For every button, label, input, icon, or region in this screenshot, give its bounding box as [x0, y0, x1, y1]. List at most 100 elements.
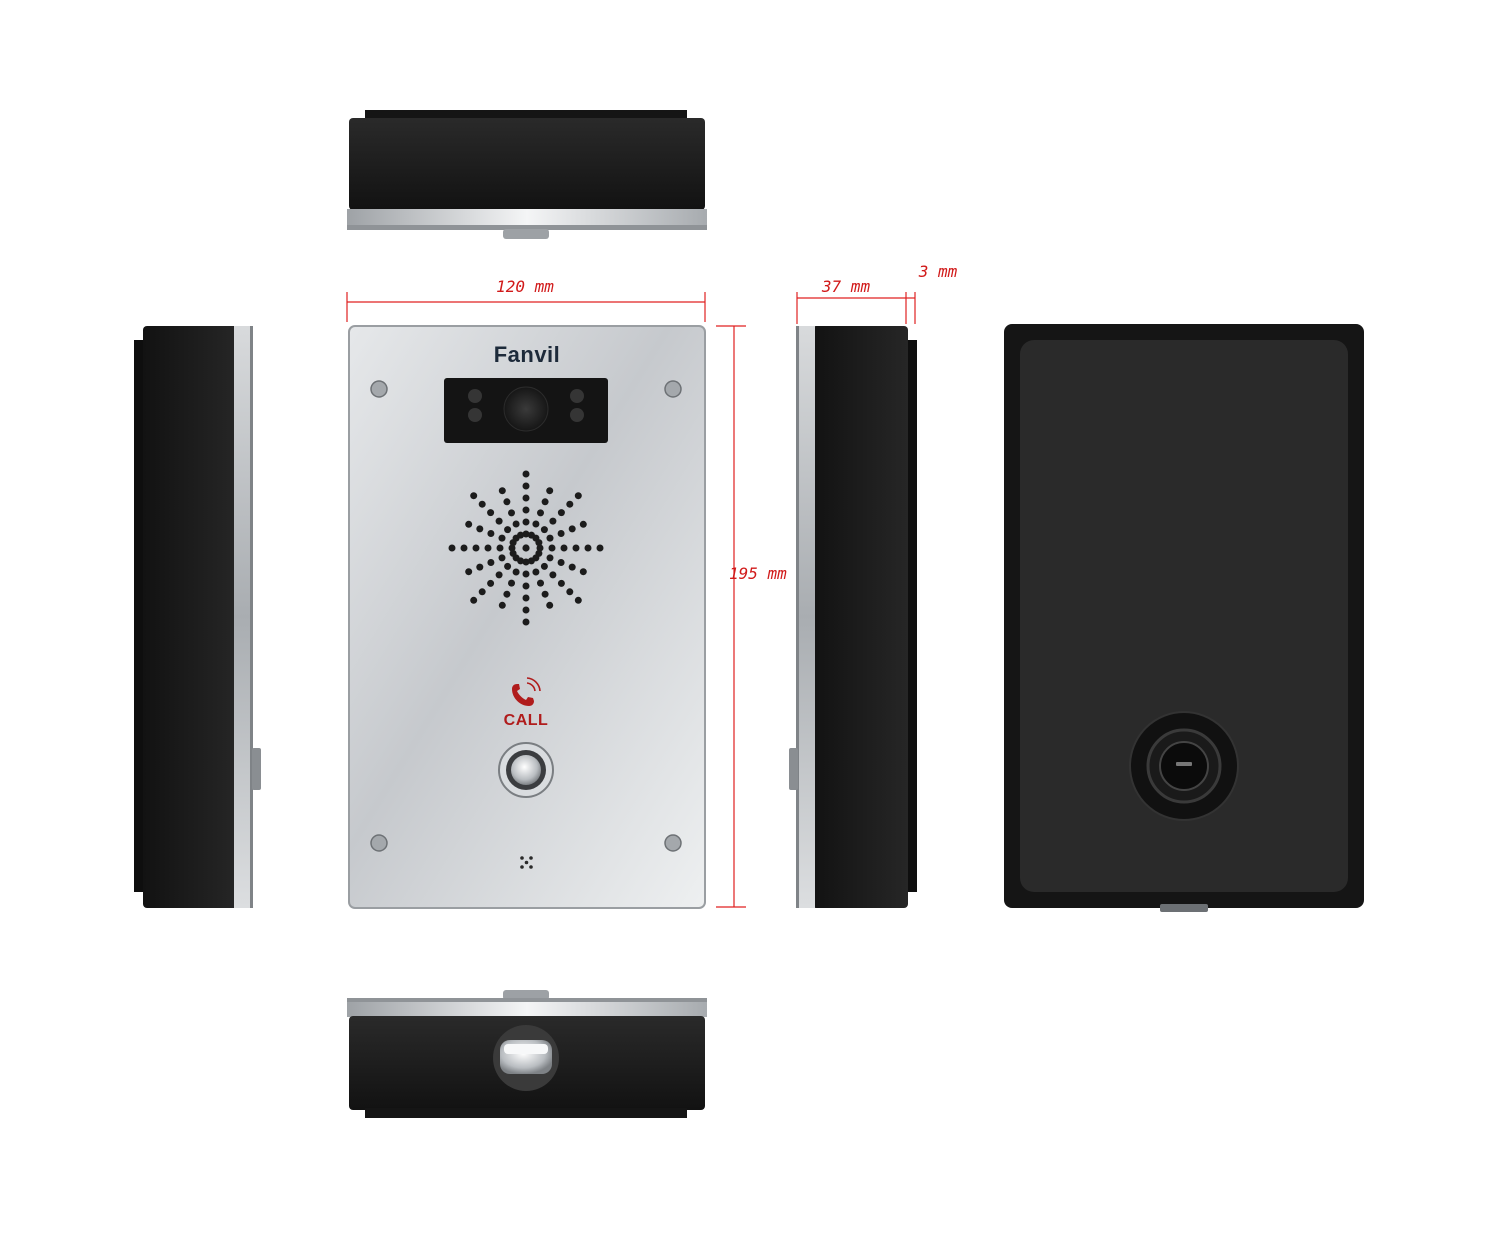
- speaker-hole: [465, 568, 473, 576]
- screw-icon: [664, 834, 682, 852]
- call-label: CALL: [504, 712, 549, 729]
- bottom-view-button: [493, 1025, 559, 1091]
- speaker-hole: [476, 525, 484, 533]
- speaker-hole: [498, 601, 506, 609]
- speaker-hole: [546, 487, 554, 495]
- screw-icon: [370, 380, 388, 398]
- speaker-hole: [560, 544, 568, 552]
- ir-led-icon: [468, 408, 482, 422]
- dimension-lines: [346, 292, 916, 908]
- cable-entry: [1129, 711, 1239, 821]
- speaker-hole: [517, 531, 525, 539]
- speaker-hole: [548, 544, 556, 552]
- speaker-hole: [522, 506, 530, 514]
- speaker-hole: [487, 509, 495, 517]
- speaker-hole: [498, 487, 506, 495]
- speaker-hole: [549, 571, 557, 579]
- bottom-view-screw: [503, 990, 549, 1000]
- speaker-hole: [574, 492, 582, 500]
- speaker-hole: [546, 601, 554, 609]
- speaker-hole: [557, 509, 565, 517]
- call-button: [498, 742, 554, 798]
- ir-led-icon: [468, 389, 482, 403]
- speaker-hole: [465, 520, 473, 528]
- speaker-hole: [522, 618, 530, 626]
- speaker-hole: [540, 526, 548, 534]
- speaker-hole: [522, 544, 530, 552]
- right-side-steel-edge: [797, 326, 815, 908]
- speaker-hole: [566, 500, 574, 508]
- speaker-hole: [503, 498, 511, 506]
- speaker-hole: [522, 594, 530, 602]
- depth-dimension-label: 37 mm: [821, 277, 871, 296]
- left-side-housing: [143, 326, 239, 908]
- speaker-hole: [508, 509, 515, 517]
- bottom-view-steel-edge: [347, 1002, 707, 1017]
- speaker-hole: [503, 590, 511, 598]
- height-dimension-label: 195 mm: [729, 564, 787, 583]
- speaker-hole: [535, 539, 543, 547]
- speaker-hole: [522, 494, 530, 502]
- speaker-hole: [512, 520, 520, 528]
- top-view: [347, 110, 707, 239]
- phone-call-icon: [512, 677, 541, 706]
- top-view-housing: [349, 118, 705, 210]
- speaker-hole: [522, 582, 530, 590]
- right-side-housing: [812, 326, 908, 908]
- bottom-view: [347, 990, 707, 1118]
- camera-module: [444, 378, 608, 443]
- left-side-steel-edge: [234, 326, 252, 908]
- back-view: [1004, 324, 1364, 912]
- ir-led-icon: [570, 408, 584, 422]
- speaker-hole: [566, 588, 574, 596]
- left-side-screw: [252, 748, 261, 790]
- speaker-hole: [568, 563, 576, 571]
- speaker-hole: [495, 517, 503, 525]
- speaker-hole: [448, 544, 456, 552]
- speaker-hole: [541, 590, 549, 598]
- right-side-screw: [789, 748, 798, 790]
- speaker-hole: [460, 544, 468, 552]
- speaker-hole: [522, 518, 530, 526]
- microphone-icon: [520, 856, 533, 869]
- speaker-hole: [584, 544, 592, 552]
- speaker-hole: [487, 559, 495, 566]
- speaker-hole: [522, 530, 530, 538]
- speaker-hole: [579, 568, 587, 576]
- speaker-hole: [496, 544, 504, 552]
- speaker-hole: [470, 596, 478, 604]
- speaker-hole: [574, 596, 582, 604]
- left-side-view: [134, 326, 261, 908]
- front-view: Fanvil CALL: [348, 325, 706, 909]
- speaker-hole: [537, 509, 544, 517]
- screw-icon: [370, 834, 388, 852]
- speaker-hole: [536, 544, 544, 552]
- front-panel: [348, 325, 706, 909]
- brand-logo: Fanvil: [494, 342, 561, 367]
- rim-dimension-label: 3 mm: [918, 262, 958, 281]
- screw-icon: [664, 380, 682, 398]
- speaker-hole: [596, 544, 604, 552]
- speaker-hole: [472, 544, 480, 552]
- speaker-hole: [557, 559, 565, 566]
- speaker-hole: [572, 544, 580, 552]
- speaker-hole: [522, 570, 530, 578]
- speaker-hole: [522, 558, 530, 566]
- speaker-hole: [527, 557, 535, 565]
- speaker-hole: [557, 530, 565, 537]
- speaker-hole: [478, 500, 486, 508]
- top-view-steel-edge: [347, 209, 707, 226]
- speaker-hole: [522, 482, 530, 490]
- back-panel: [1020, 340, 1348, 892]
- speaker-hole: [495, 571, 503, 579]
- speaker-hole: [541, 498, 549, 506]
- speaker-hole: [487, 530, 495, 537]
- speaker-hole: [478, 588, 486, 596]
- camera-lens-icon: [503, 386, 549, 432]
- speaker-hole: [508, 544, 516, 552]
- speaker-hole: [537, 579, 544, 587]
- speaker-hole: [487, 579, 495, 587]
- ir-led-icon: [570, 389, 584, 403]
- speaker-hole: [470, 492, 478, 500]
